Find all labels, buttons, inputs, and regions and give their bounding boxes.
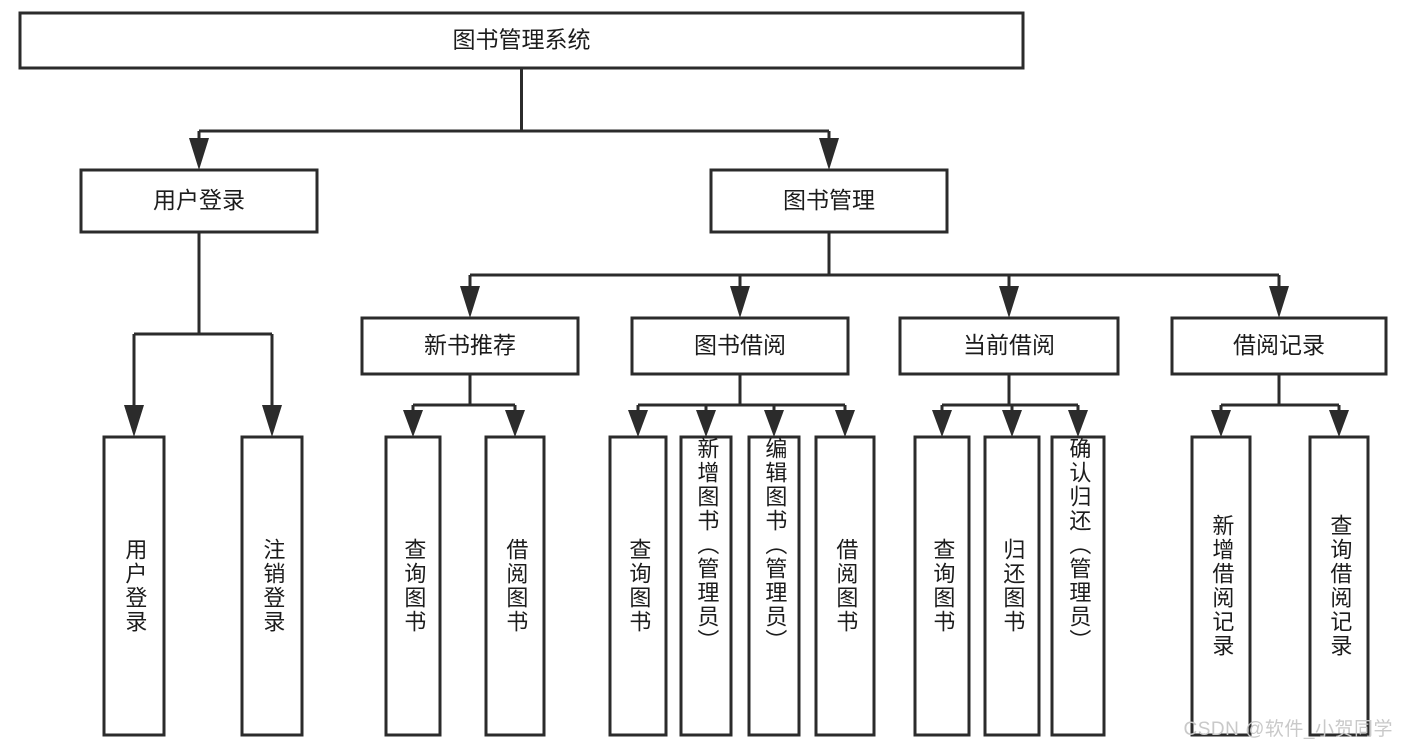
node-leaf-add-book[interactable] [679,435,733,737]
node-book-borrow[interactable]: 图书借阅 [630,316,850,376]
node-leaf-query-book-rec[interactable] [384,435,442,737]
node-book-manage-label: 图书管理 [783,187,875,213]
node-book-manage[interactable]: 图书管理 [709,168,949,234]
node-leaf-query-record[interactable] [1308,435,1370,737]
node-leaf-user-login[interactable] [102,435,166,737]
node-leaf-query-book-borrow[interactable] [608,435,668,737]
node-book-borrow-label: 图书借阅 [694,332,786,358]
node-user-login-label: 用户登录 [153,187,245,213]
connector-newbookrec-to-leaves [403,374,525,437]
node-leaf-add-record[interactable] [1190,435,1252,737]
node-leaf-borrow-book-rec[interactable] [484,435,546,737]
node-leaf-query-book-cur[interactable] [913,435,971,737]
node-root-label: 图书管理系统 [453,27,591,53]
node-leaf-confirm-return[interactable] [1050,435,1106,737]
node-root[interactable]: 图书管理系统 [18,11,1025,70]
connector-currentborrow-to-leaves [932,374,1088,437]
node-leaf-return-book[interactable] [983,435,1041,737]
csdn-watermark: CSDN @软件_小贺同学 [1183,719,1393,740]
node-leaf-user-logout[interactable] [240,435,304,737]
node-new-book-rec-label: 新书推荐 [424,332,516,358]
node-borrow-record-label: 借阅记录 [1233,332,1325,358]
node-leaf-edit-book[interactable] [747,435,801,737]
node-user-login[interactable]: 用户登录 [79,168,319,234]
node-current-borrow-label: 当前借阅 [963,332,1055,358]
connector-userlogin-to-leaves [124,232,282,437]
node-borrow-record[interactable]: 借阅记录 [1170,316,1388,376]
node-new-book-rec[interactable]: 新书推荐 [360,316,580,376]
connector-bookmanage-to-level3 [460,232,1289,318]
connector-bookborrow-to-leaves [628,374,855,437]
connector-borrowrecord-to-leaves [1211,374,1349,437]
node-leaf-borrow-book[interactable] [814,435,876,737]
node-current-borrow[interactable]: 当前借阅 [898,316,1120,376]
connector-root-to-level2 [189,68,839,170]
